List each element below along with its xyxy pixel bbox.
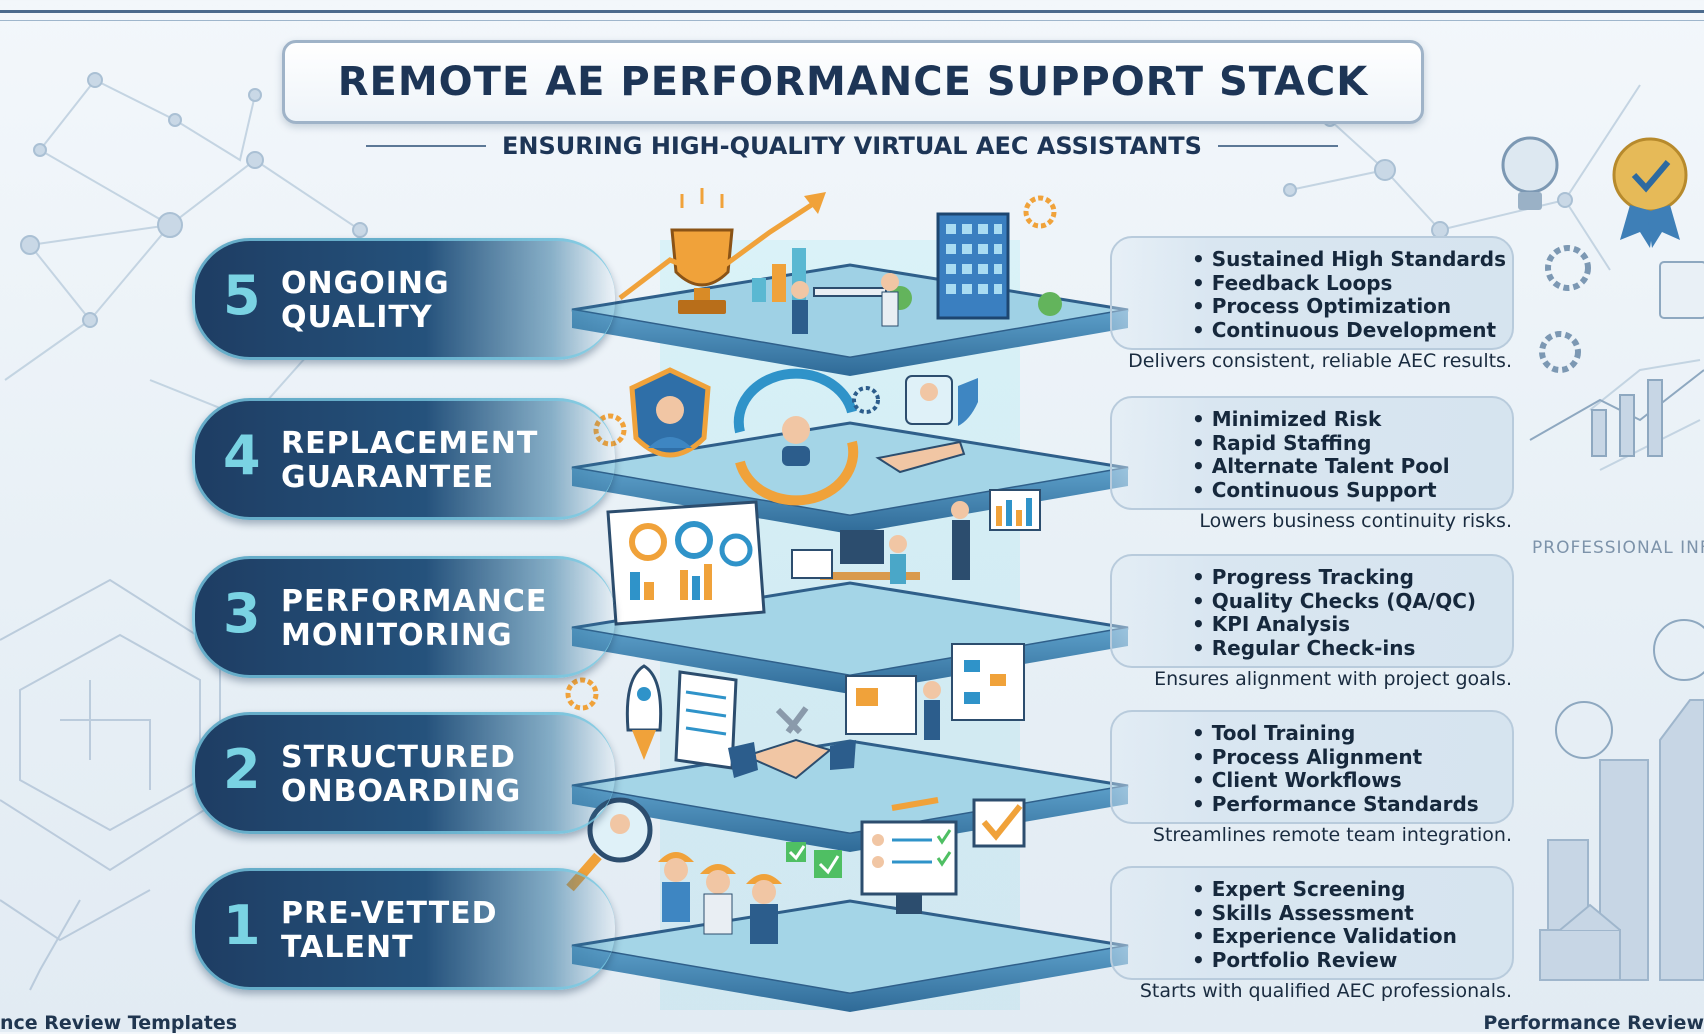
level-number: 5 — [223, 264, 261, 327]
level-title-line2: TALENT — [281, 930, 414, 965]
footer-right-text: Performance Review — [1483, 1012, 1704, 1034]
level-4-details: Minimized Risk Rapid Staffing Alternate … — [1110, 396, 1514, 510]
bullet-item: KPI Analysis — [1192, 612, 1476, 637]
office-building-icon — [888, 195, 1062, 320]
level-1-details: Expert Screening Skills Assessment Exper… — [1110, 866, 1514, 980]
level-4-caption: Lowers business continuity risks. — [1199, 510, 1512, 532]
bullet-list: Tool Training Process Alignment Client W… — [1192, 721, 1479, 817]
level-title-line2: MONITORING — [281, 618, 513, 653]
bullet-list: Expert Screening Skills Assessment Exper… — [1192, 877, 1457, 973]
subtitle-rule-left — [366, 145, 487, 147]
bullet-item: Expert Screening — [1192, 877, 1457, 902]
level-1-label: 1 PRE-VETTED TALENT — [192, 868, 615, 990]
stack-illustration — [565, 188, 1129, 1012]
level-title-line2: QUALITY — [281, 300, 433, 335]
bullet-list: Minimized Risk Rapid Staffing Alternate … — [1192, 407, 1450, 503]
level-title: PRE-VETTED TALENT — [281, 897, 498, 965]
workflow-diagram-icon — [845, 643, 1025, 811]
bullet-item: Continuous Support — [1192, 478, 1450, 503]
top-rule-thin — [0, 20, 1704, 21]
bullet-item: Process Optimization — [1192, 294, 1506, 319]
bullet-item: Progress Tracking — [1192, 565, 1476, 590]
handshake-icon — [728, 706, 856, 780]
bullet-item: Continuous Development — [1192, 318, 1506, 343]
level-3-caption: Ensures alignment with project goals. — [1154, 668, 1512, 690]
level-number: 1 — [223, 894, 261, 957]
bullet-item: Portfolio Review — [1192, 948, 1457, 973]
top-rule — [0, 10, 1704, 13]
replacement-cycle-icon — [593, 368, 880, 506]
level-title: STRUCTURED ONBOARDING — [281, 741, 521, 809]
bullet-item: Rapid Staffing — [1192, 431, 1450, 456]
analyst-workstation-icon — [791, 489, 1041, 584]
trophy-icon — [670, 188, 734, 314]
dashboard-icon — [606, 500, 766, 626]
level-5-label: 5 ONGOING QUALITY — [192, 238, 615, 360]
bullet-list: Progress Tracking Quality Checks (QA/QC)… — [1192, 565, 1476, 661]
page-title: REMOTE AE PERFORMANCE SUPPORT STACK — [337, 59, 1369, 105]
bullet-item: Quality Checks (QA/QC) — [1192, 589, 1476, 614]
level-title-line1: ONGOING — [281, 266, 450, 301]
platform-5 — [571, 263, 1129, 376]
bullet-item: Regular Check-ins — [1192, 636, 1476, 661]
subtitle-rule-right — [1217, 145, 1338, 147]
level-number: 3 — [223, 582, 261, 645]
level-title-line1: STRUCTURED — [281, 740, 516, 775]
bullet-item: Client Workflows — [1192, 768, 1479, 793]
side-watermark-label: PROFESSIONAL INF — [1532, 538, 1704, 558]
platform-1 — [571, 899, 1129, 1012]
level-2-details: Tool Training Process Alignment Client W… — [1110, 710, 1514, 824]
shield-person-icon — [629, 367, 711, 458]
rocket-icon — [565, 664, 663, 760]
level-number: 4 — [223, 424, 261, 487]
training-manual-icon — [674, 670, 738, 770]
hardhat-workers-icon — [658, 842, 842, 944]
bullet-item: Minimized Risk — [1192, 407, 1450, 432]
level-3-label: 3 PERFORMANCE MONITORING — [192, 556, 615, 678]
title-banner: REMOTE AE PERFORMANCE SUPPORT STACK — [282, 40, 1424, 124]
level-3-details: Progress Tracking Quality Checks (QA/QC)… — [1110, 554, 1514, 668]
level-title-line2: GUARANTEE — [281, 460, 495, 495]
footer-left-text: nce Review Templates — [0, 1012, 238, 1034]
level-title-line1: PRE-VETTED — [281, 896, 498, 931]
bullet-item: Skills Assessment — [1192, 901, 1457, 926]
level-1-caption: Starts with qualified AEC professionals. — [1139, 980, 1512, 1002]
bullet-item: Alternate Talent Pool — [1192, 454, 1450, 479]
bullet-item: Experience Validation — [1192, 924, 1457, 949]
level-2-label: 2 STRUCTURED ONBOARDING — [192, 712, 615, 834]
support-hand-icon — [875, 375, 978, 474]
level-5-details: Sustained High Standards Feedback Loops … — [1110, 236, 1514, 350]
bullet-list: Sustained High Standards Feedback Loops … — [1192, 247, 1506, 343]
level-title: ONGOING QUALITY — [281, 267, 450, 335]
subtitle-row: ENSURING HIGH-QUALITY VIRTUAL AEC ASSIST… — [0, 132, 1704, 160]
level-title: REPLACEMENT GUARANTEE — [281, 427, 538, 495]
level-title: PERFORMANCE MONITORING — [281, 585, 547, 653]
level-4-label: 4 REPLACEMENT GUARANTEE — [192, 398, 615, 520]
level-number: 2 — [223, 738, 261, 801]
bullet-item: Process Alignment — [1192, 745, 1479, 770]
team-at-desk-icon — [791, 273, 899, 334]
level-title-line1: REPLACEMENT — [281, 426, 539, 461]
bullet-item: Performance Standards — [1192, 792, 1479, 817]
level-title-line2: ONBOARDING — [281, 774, 522, 809]
level-5-caption: Delivers consistent, reliable AEC result… — [1128, 350, 1512, 372]
level-2-caption: Streamlines remote team integration. — [1152, 824, 1512, 846]
page-subtitle: ENSURING HIGH-QUALITY VIRTUAL AEC ASSIST… — [502, 132, 1202, 160]
candidate-checklist-screen-icon — [860, 798, 1026, 914]
bullet-item: Tool Training — [1192, 721, 1479, 746]
bullet-item: Feedback Loops — [1192, 271, 1506, 296]
level-title-line1: PERFORMANCE — [281, 584, 548, 619]
magnifier-candidate-icon — [566, 797, 653, 892]
bullet-item: Sustained High Standards — [1192, 247, 1506, 272]
